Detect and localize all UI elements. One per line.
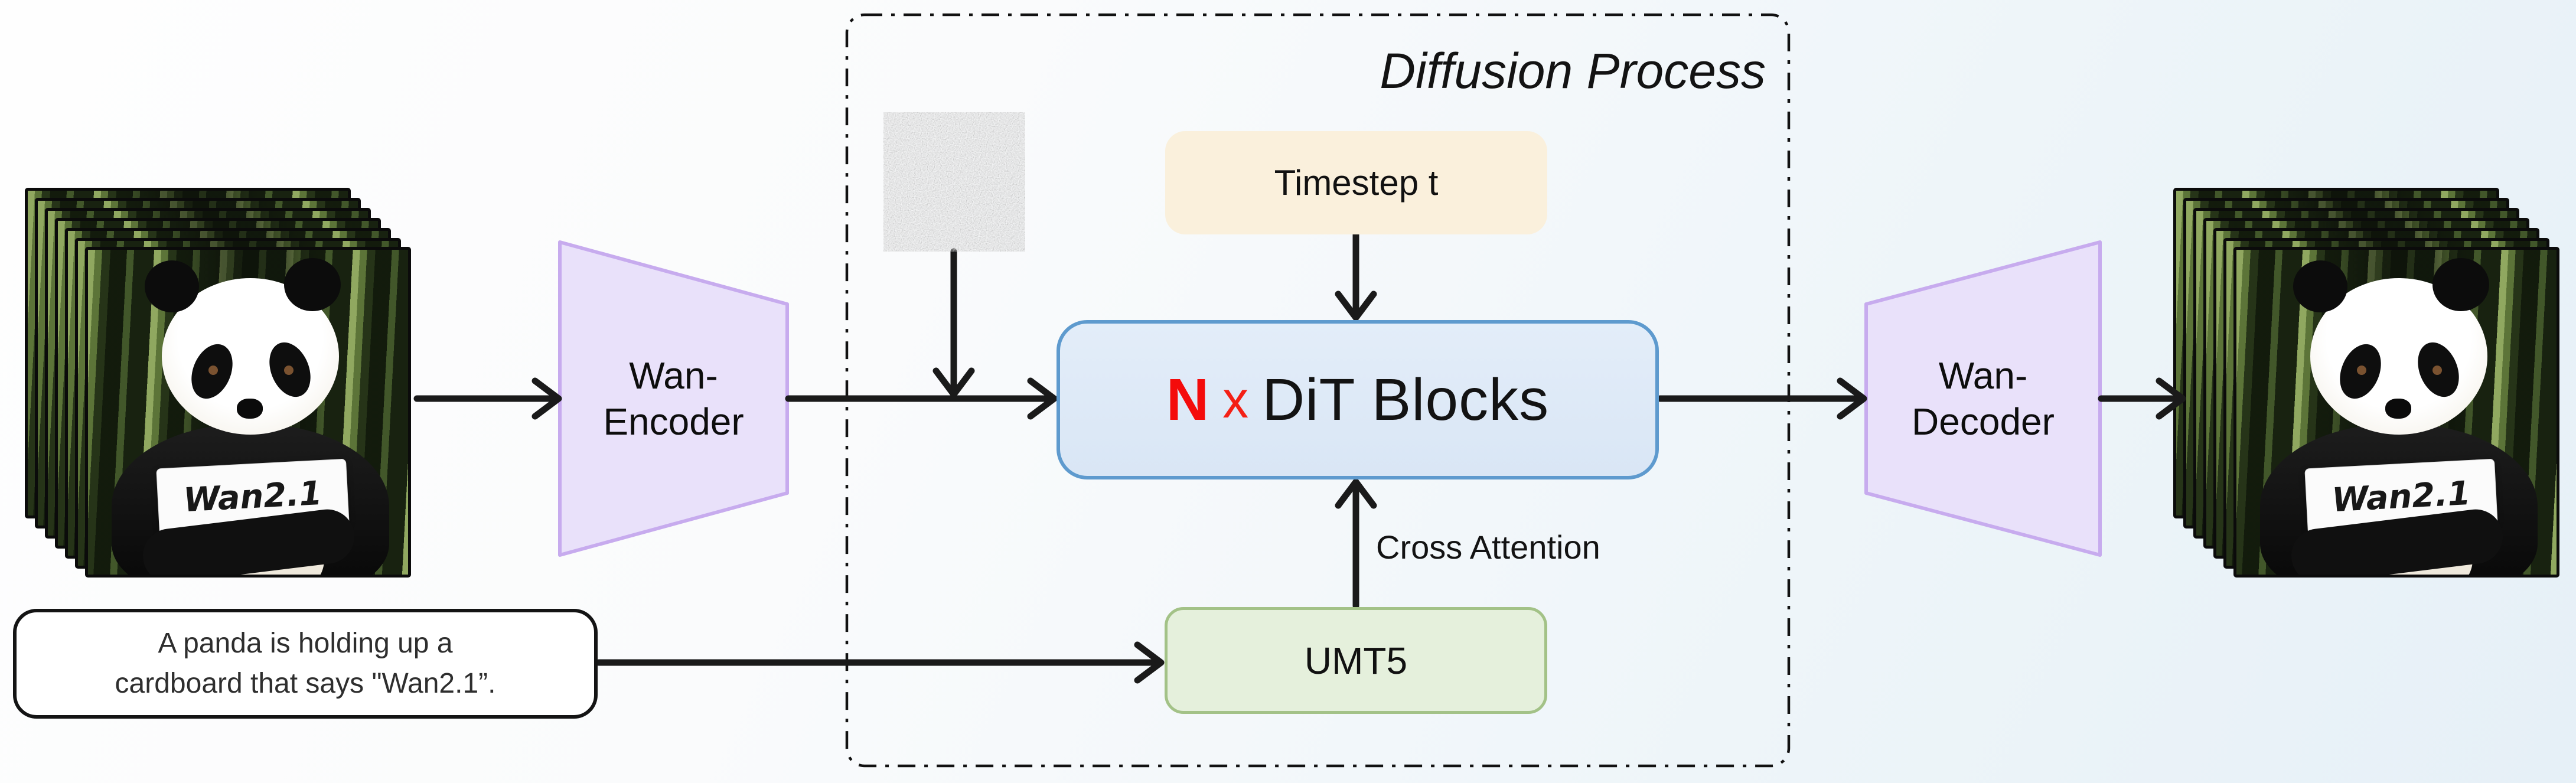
video-frame-front: Wan2.1 xyxy=(2233,247,2559,578)
arrow-dit-to-decoder xyxy=(1657,377,1867,420)
panda-eye-icon xyxy=(208,366,218,375)
panda-nose-icon xyxy=(2385,399,2411,419)
dit-blocks-label: DiT Blocks xyxy=(1262,366,1550,433)
panda-ear-icon xyxy=(2293,260,2347,312)
panda-ear-icon xyxy=(2432,258,2489,311)
umt5-box: UMT5 xyxy=(1165,607,1547,714)
panda-ear-icon xyxy=(145,260,199,312)
arrow-noise-to-latent-path xyxy=(932,248,975,398)
diffusion-process-boundary xyxy=(845,13,1791,768)
panda-eye-icon xyxy=(2432,366,2442,375)
diffusion-process-title: Diffusion Process xyxy=(1380,43,1766,99)
panda-eye-icon xyxy=(284,366,294,375)
prompt-line-1: A panda is holding up a xyxy=(158,627,453,659)
timestep-box: Timestep t xyxy=(1165,131,1547,234)
arrow-umt5-to-dit xyxy=(1335,478,1377,609)
input-video-frames: Wan2.1 xyxy=(25,188,426,601)
panda-ear-icon xyxy=(284,258,341,311)
timestep-label: Timestep t xyxy=(1274,163,1439,203)
wan-encoder-shape xyxy=(558,240,789,557)
output-video-frames: Wan2.1 xyxy=(2173,188,2575,601)
cross-attention-label: Cross Attention xyxy=(1376,528,1600,566)
wan-encoder-line1: Wan- xyxy=(629,354,718,397)
prompt-line-2: cardboard that says "Wan2.1”. xyxy=(115,668,496,699)
wan-decoder-line2: Decoder xyxy=(1912,400,2055,443)
arrow-prompt-to-umt5 xyxy=(595,641,1165,684)
arrow-input-to-encoder xyxy=(413,377,562,420)
dit-times-x: x xyxy=(1222,370,1250,429)
noise-latent-image xyxy=(883,112,1025,252)
umt5-label: UMT5 xyxy=(1304,639,1408,682)
arrow-decoder-to-output xyxy=(2098,377,2186,420)
dit-blocks-box: N x DiT Blocks xyxy=(1057,320,1659,479)
arrow-timestep-to-dit xyxy=(1335,231,1377,321)
wan-decoder-line1: Wan- xyxy=(1938,354,2028,397)
arrow-encoder-to-dit xyxy=(785,377,1058,420)
wan-decoder-shape xyxy=(1864,240,2102,557)
dit-count-n: N xyxy=(1166,366,1210,433)
video-frame-front: Wan2.1 xyxy=(85,247,411,578)
wan-encoder-line2: Encoder xyxy=(603,400,744,443)
panda-nose-icon xyxy=(237,399,263,419)
wan-decoder-label: Wan- Decoder xyxy=(1866,319,2100,478)
prompt-text-box: A panda is holding up a cardboard that s… xyxy=(13,609,598,719)
panda-eye-icon xyxy=(2357,366,2366,375)
wan-encoder-label: Wan- Encoder xyxy=(560,319,787,478)
